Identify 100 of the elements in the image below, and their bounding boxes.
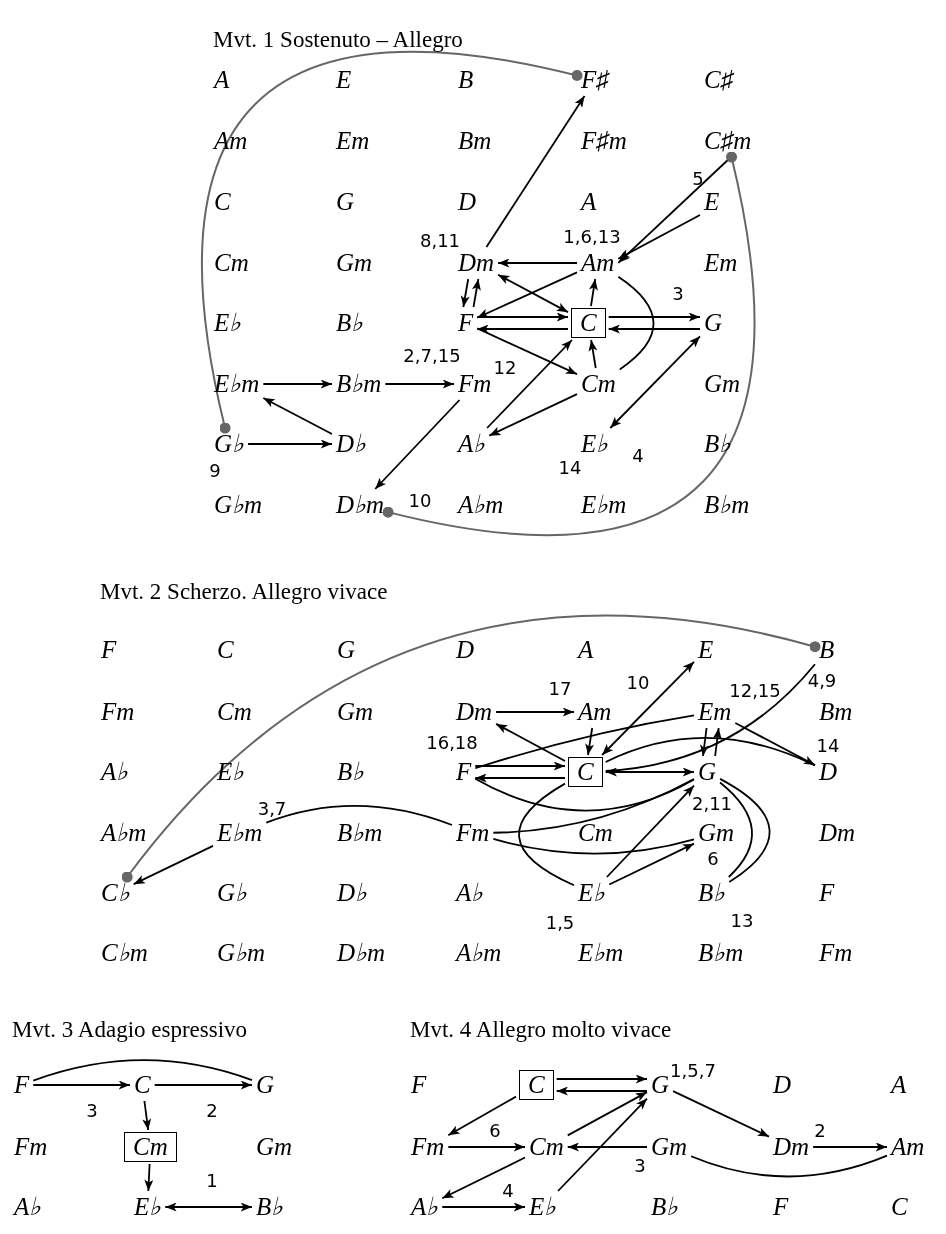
key-label: E♭ (528, 1193, 558, 1221)
key-label: F (13, 1071, 31, 1099)
key-label: C♭m (100, 939, 149, 967)
order-number: 4 (632, 444, 644, 466)
key-label: B♭m (703, 491, 751, 519)
key-label: Bm (457, 127, 493, 155)
arrow (497, 258, 578, 268)
order-number: 2 (206, 1099, 218, 1121)
key-label: B♭m (336, 819, 384, 847)
order-number: 3,7 (257, 797, 287, 819)
key-label: Fm (410, 1133, 446, 1161)
key-label: B (457, 66, 475, 94)
key-label: B♭ (255, 1193, 285, 1221)
arrow (699, 727, 709, 757)
connector-curve (518, 782, 575, 887)
arrow (262, 397, 333, 435)
connector-curve (719, 777, 771, 883)
key-label: G♭ (216, 879, 249, 907)
key-label: Em (697, 698, 733, 726)
order-number: 6 (489, 1119, 501, 1141)
arrow (812, 1142, 888, 1152)
arrow (474, 773, 566, 783)
key-label: E♭ (133, 1193, 163, 1221)
key-label: D♭ (336, 879, 369, 907)
order-number: 9 (209, 459, 221, 481)
order-number: 16,18 (426, 731, 478, 753)
home-key-box: C (568, 757, 603, 787)
key-label: A♭ (13, 1193, 43, 1221)
arrow (384, 379, 455, 389)
order-number: 6 (707, 847, 719, 869)
connector-curve (604, 663, 816, 772)
connector-curve (265, 805, 453, 826)
key-label: C♭ (100, 879, 131, 907)
key-label: Fm (455, 819, 491, 847)
order-number: 4,9 (807, 669, 837, 691)
key-label: Am (890, 1133, 926, 1161)
arrow (566, 1091, 648, 1137)
key-label: E♭m (216, 819, 264, 847)
arrow (488, 393, 578, 437)
arrow (672, 1090, 770, 1138)
section-heading: Mvt. 4 Allegro molto vivace (410, 1017, 672, 1043)
arrow (144, 1163, 154, 1192)
arrow (247, 439, 333, 449)
key-label: Gm (336, 698, 375, 726)
arrow (472, 278, 481, 308)
key-label: F♯ (580, 66, 610, 94)
order-number: 12 (493, 356, 517, 378)
key-label: Cm (528, 1133, 565, 1161)
key-label: A♭ (100, 758, 130, 786)
key-label: A♭m (455, 939, 503, 967)
key-label: C (216, 636, 235, 664)
arrow (447, 1142, 526, 1152)
key-label: A♭m (457, 491, 505, 519)
key-label: E (703, 188, 721, 216)
arrow (32, 1080, 131, 1090)
key-label: Fm (457, 370, 493, 398)
key-label: A♭m (100, 819, 148, 847)
arrow (607, 312, 701, 322)
key-label: C (890, 1193, 909, 1221)
arrow (441, 1156, 526, 1200)
key-label: G (336, 636, 357, 664)
key-label: Am (580, 249, 616, 277)
arrow (557, 1097, 648, 1192)
arrow (142, 1100, 152, 1131)
section-heading: Mvt. 1 Sostenuto – Allegro (213, 27, 463, 53)
key-label: G (650, 1071, 671, 1099)
key-label: F (772, 1193, 790, 1221)
connector-curve (474, 777, 695, 812)
order-number: 13 (730, 909, 754, 931)
order-number: 2 (814, 1119, 826, 1141)
section-heading: Mvt. 3 Adagio espressivo (12, 1017, 248, 1043)
key-label: F (818, 879, 836, 907)
key-label: G (703, 309, 724, 337)
order-number: 1 (206, 1169, 218, 1191)
key-label: A (890, 1071, 908, 1099)
arrow (476, 327, 578, 376)
order-number: 3 (86, 1099, 98, 1121)
connector-curve (474, 714, 695, 770)
key-label: A (213, 66, 231, 94)
key-label: F♯m (580, 127, 628, 155)
key-label: G♭m (216, 939, 267, 967)
key-label: E (697, 636, 715, 664)
key-label: C♯m (703, 127, 753, 155)
arrow (262, 379, 333, 389)
order-number: 4 (502, 1179, 514, 1201)
key-label: B♭ (336, 758, 366, 786)
connector-curve (492, 838, 695, 855)
key-label: D (457, 188, 478, 216)
order-number: 14 (816, 734, 840, 756)
home-key-box: C (519, 1070, 554, 1100)
key-label: A♭ (457, 430, 487, 458)
key-label: F (455, 758, 473, 786)
key-label: Dm (772, 1133, 811, 1161)
order-number: 2,7,15 (403, 344, 461, 366)
key-label: E♭ (216, 758, 246, 786)
key-label: B (818, 636, 836, 664)
arrow (447, 1095, 517, 1137)
key-label: Dm (455, 698, 494, 726)
order-number: 1,5 (545, 911, 575, 933)
key-label: D (455, 636, 476, 664)
